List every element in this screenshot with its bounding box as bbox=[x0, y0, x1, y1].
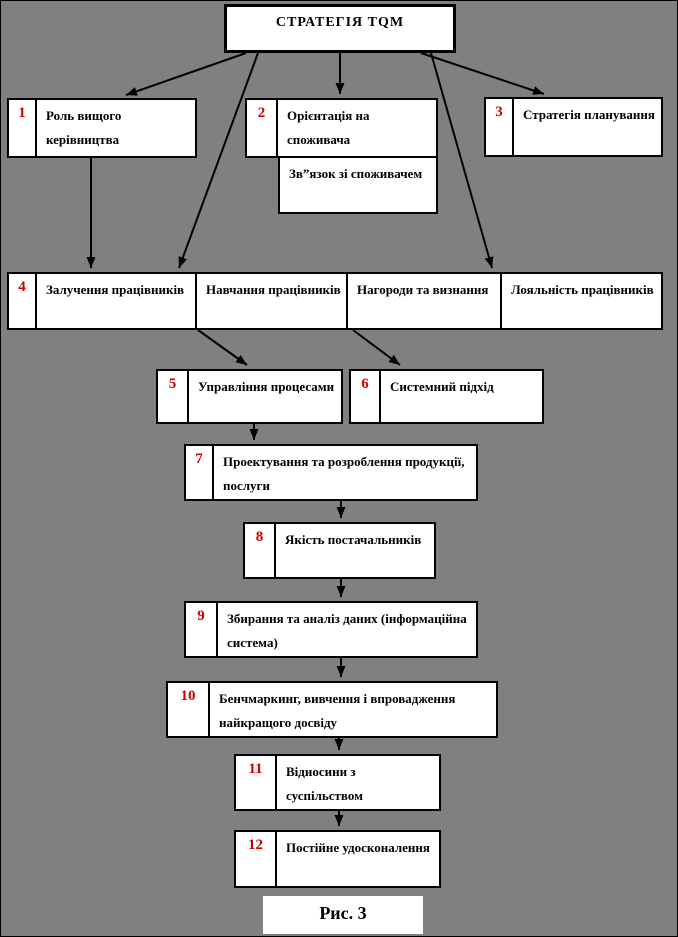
node-4-row: 4 Залучення працівників Навчання працівн… bbox=[7, 272, 663, 330]
node-9-label: Збирання та аналіз даних (інформаційна с… bbox=[227, 611, 467, 650]
node-11-number: 11 bbox=[236, 756, 277, 809]
node-8-label: Якість постачальників bbox=[285, 532, 422, 547]
node-11: 11 Відносини з суспільством bbox=[234, 754, 441, 811]
node-1-label: Роль вищого керівництва bbox=[46, 108, 122, 147]
node-8-number: 8 bbox=[245, 524, 276, 577]
node-12: 12 Постійне удосконалення bbox=[234, 830, 441, 888]
arrow-title-to-row4-right bbox=[430, 52, 494, 269]
node-5: 5 Управління процесами bbox=[156, 369, 343, 424]
node-6-number: 6 bbox=[351, 371, 381, 422]
node-9-number: 9 bbox=[186, 603, 218, 656]
node-12-label: Постійне удосконалення bbox=[286, 840, 430, 855]
node-2-number: 2 bbox=[247, 100, 278, 156]
title-box: СТРАТЕГІЯ TQM bbox=[224, 4, 456, 53]
node-3-number: 3 bbox=[486, 99, 514, 155]
node-10-label: Бенчмаркинг, вивчення і впровадження най… bbox=[219, 691, 456, 730]
node-2-link-label: Зв”язок зі споживачем bbox=[289, 166, 423, 181]
node-2-label: Орієнтація на споживача bbox=[287, 108, 370, 147]
figure-caption: Рис. 3 bbox=[263, 896, 423, 934]
node-4-cell-training: Навчання працівників bbox=[197, 274, 348, 328]
node-5-number: 5 bbox=[158, 371, 189, 422]
node-4-cell-involvement: Залучення працівників bbox=[37, 274, 197, 328]
node-12-number: 12 bbox=[236, 832, 277, 886]
arrow-row4-to-node6 bbox=[352, 329, 401, 366]
node-4-cell-loyalty: Лояльність працівників bbox=[511, 282, 654, 297]
node-1-number: 1 bbox=[9, 100, 37, 156]
node-7-label: Проектування та розроблення продукції, п… bbox=[223, 454, 465, 493]
node-6: 6 Системний підхід bbox=[349, 369, 544, 424]
node-3-label: Стратегія планування bbox=[523, 107, 655, 122]
node-3: 3 Стратегія планування bbox=[484, 97, 663, 157]
diagram-title: СТРАТЕГІЯ TQM bbox=[275, 15, 405, 30]
node-4-cell-rewards: Нагороди та визнання bbox=[348, 274, 502, 328]
node-7-number: 7 bbox=[186, 446, 214, 499]
node-2: 2 Орієнтація на споживача bbox=[245, 98, 438, 158]
arrow-title-to-node1 bbox=[125, 52, 247, 96]
node-9: 9 Збирання та аналіз даних (інформаційна… bbox=[184, 601, 478, 658]
node-1: 1 Роль вищого керівництва bbox=[7, 98, 197, 158]
node-7: 7 Проектування та розроблення продукції,… bbox=[184, 444, 478, 501]
node-4-number: 4 bbox=[9, 274, 37, 328]
node-10-number: 10 bbox=[168, 683, 210, 736]
node-11-label: Відносини з суспільством bbox=[286, 764, 363, 803]
arrow-title-to-row4-left bbox=[178, 52, 259, 269]
arrow-row4-to-node5 bbox=[197, 329, 248, 366]
node-8: 8 Якість постачальників bbox=[243, 522, 436, 579]
node-6-label: Системний підхід bbox=[390, 379, 494, 394]
arrow-title-to-node3 bbox=[420, 52, 545, 95]
node-10: 10 Бенчмаркинг, вивчення і впровадження … bbox=[166, 681, 498, 738]
node-2-link: Зв”язок зі споживачем bbox=[278, 156, 438, 214]
node-5-label: Управління процесами bbox=[198, 379, 335, 394]
